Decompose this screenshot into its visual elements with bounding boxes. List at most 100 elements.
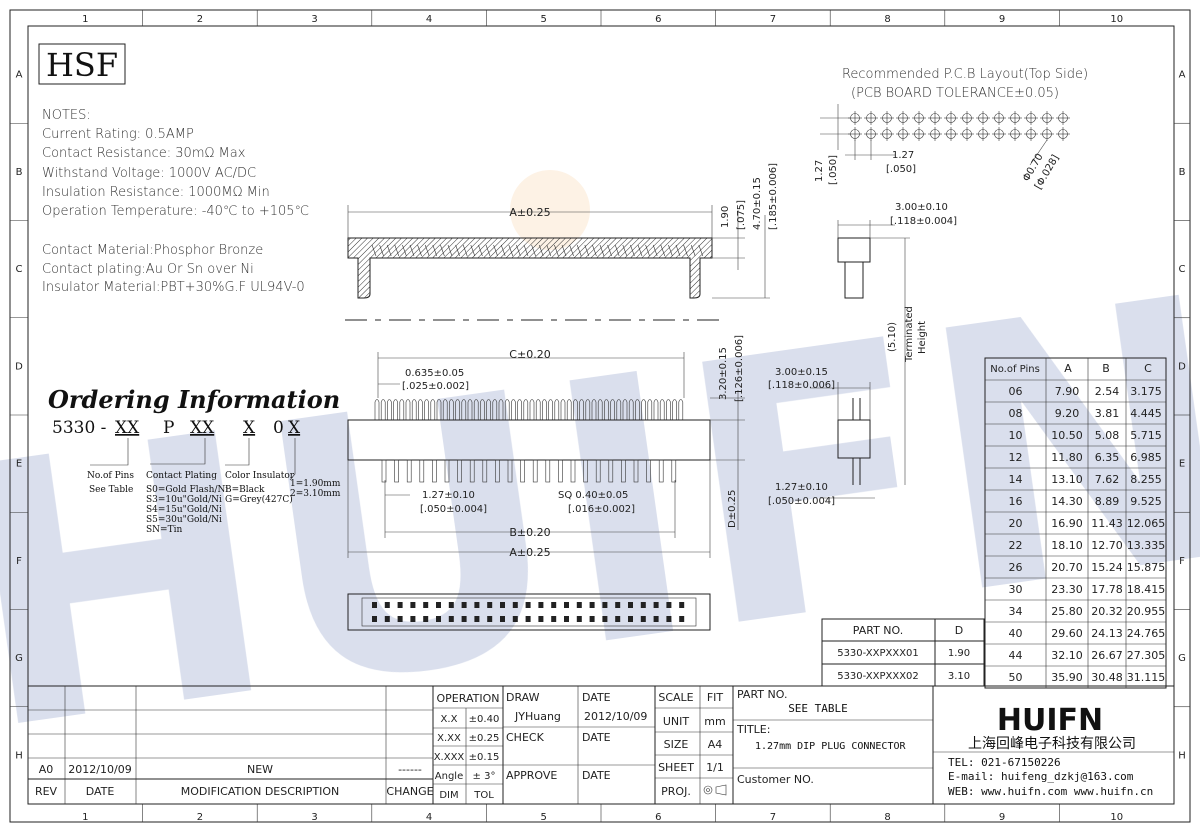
contact-tooth [436, 399, 442, 420]
frame-column-number: 4 [426, 812, 432, 823]
bottom-slot [487, 616, 493, 622]
section-tooth [500, 244, 506, 257]
side-body [837, 237, 871, 263]
tol-label: X.X [441, 714, 458, 725]
plating-option: SN=Tin [146, 525, 182, 535]
pin-table-cell: 7.90 [1055, 385, 1080, 398]
rev-header: REV [35, 785, 58, 798]
section-tooth [409, 244, 415, 257]
pin-table-cell: 16.90 [1051, 517, 1083, 530]
pin-table-cell: 20.955 [1127, 605, 1166, 618]
bottom-slot [525, 602, 531, 608]
pin-table-cell: 29.60 [1051, 627, 1083, 640]
section-tooth [554, 244, 559, 257]
contact-tooth [504, 399, 510, 420]
front-pin [570, 459, 576, 483]
pin-table-cell: 12.065 [1127, 517, 1166, 530]
material-line: Contact plating:Au Or Sn over Ni [42, 262, 254, 277]
front-pin [646, 459, 651, 483]
contact-tooth [480, 399, 485, 420]
contact-tooth [529, 399, 535, 420]
note-line: Withstand Voltage: 1000V AC/DC [42, 166, 256, 181]
front-pin [545, 459, 551, 483]
frame-column-number: 3 [311, 812, 317, 823]
pin-table-cell: 14 [1009, 473, 1023, 486]
bottom-slot [512, 602, 518, 608]
section-tooth [508, 244, 514, 257]
pin-table-cell: 15.875 [1127, 561, 1166, 574]
bottom-slot [538, 616, 544, 622]
bottom-slot [576, 616, 582, 622]
bottom-slot [436, 602, 441, 608]
pin-table-cell: 13.335 [1127, 539, 1166, 552]
tol-value: ±0.15 [469, 752, 500, 763]
section-tooth [523, 244, 529, 257]
pins-label: No.of Pins [87, 471, 134, 481]
rev-header: MODIFICATION DESCRIPTION [181, 785, 340, 798]
pin-table-cell: 50 [1009, 671, 1023, 684]
front-pin [419, 459, 425, 483]
pin-table-cell: 32.10 [1051, 649, 1083, 662]
watermark-dot [510, 170, 590, 250]
tol-label: X.XXX [434, 752, 465, 763]
frame-column-number: 7 [770, 812, 776, 823]
contact-tooth [455, 399, 460, 420]
rev-date: 2012/10/09 [68, 763, 131, 776]
bottom-slot [666, 616, 672, 622]
dim-terminated: (5.10) [887, 322, 898, 352]
contact-tooth [591, 399, 597, 420]
section-tooth [546, 244, 552, 257]
section-tooth [386, 244, 392, 257]
date-label: DATE [582, 691, 611, 704]
code-part-plating: XX [190, 418, 215, 438]
front-pin [381, 459, 387, 483]
code-part-color: X [243, 418, 256, 438]
front-view: C±0.20 0.635±0.05 [.025±0.002] 3.20±0.15… [347, 335, 745, 559]
outer-border [9, 9, 1191, 823]
unit-label: UNIT [663, 715, 690, 728]
bottom-slot [666, 602, 672, 608]
section-tooth [637, 244, 643, 257]
bottom-slots [372, 602, 685, 622]
pin-table-cell: 6.985 [1130, 451, 1162, 464]
dim-side-pitch: 1.27±0.10 [775, 482, 828, 493]
section-tooth [462, 244, 468, 257]
bottom-slot [372, 602, 377, 608]
pin-table-cell: 5.715 [1130, 429, 1162, 442]
pins-label: See Table [89, 485, 133, 495]
frame-column-number: 6 [655, 812, 661, 823]
dim-h3: 3.20±0.15 [718, 347, 729, 400]
ordering-title: Ordering Information [48, 385, 340, 414]
frame-column-number: 4 [426, 14, 432, 25]
section-tooth [576, 244, 582, 257]
contact-tooth [399, 399, 405, 420]
rev-change: ------ [398, 763, 422, 776]
dim-side-mid-inch: [.118±0.006] [768, 380, 835, 391]
frame-column-number: 1 [82, 812, 88, 823]
pin-table-cell: 24.13 [1091, 627, 1123, 640]
pin-table-header: A [1064, 362, 1072, 375]
section-tooth [569, 244, 574, 257]
pin-table-cell: 7.62 [1095, 473, 1120, 486]
rev-header: CHANGE [386, 785, 433, 798]
part-table: PART NO. D 5330-XXPXXX01 1.90 5330-XXPXX… [821, 618, 985, 687]
draw-date: 2012/10/09 [584, 710, 647, 723]
pin-table-cell: 5.08 [1095, 429, 1120, 442]
bottom-slot [589, 602, 595, 608]
contact-tooth [548, 399, 553, 420]
plating-option: S0=Gold Flash/Ni [146, 485, 228, 495]
pcb-dim-line [1029, 139, 1048, 166]
logo-box [38, 43, 126, 85]
plating-option: S3=10u"Gold/Ni [146, 495, 222, 505]
contact-tooth [554, 399, 560, 420]
code-part-p: P [163, 418, 174, 438]
contact-tooth [585, 399, 591, 420]
sheet-label: SHEET [658, 761, 694, 774]
section-tooth [607, 244, 612, 257]
bottom-slot [640, 616, 646, 622]
top-section-view: A±0.25 1.90 [.075] 4.70±0.15 [.185±0.006… [347, 163, 779, 299]
section-tooth [379, 244, 384, 257]
contact-tooth [492, 399, 498, 420]
